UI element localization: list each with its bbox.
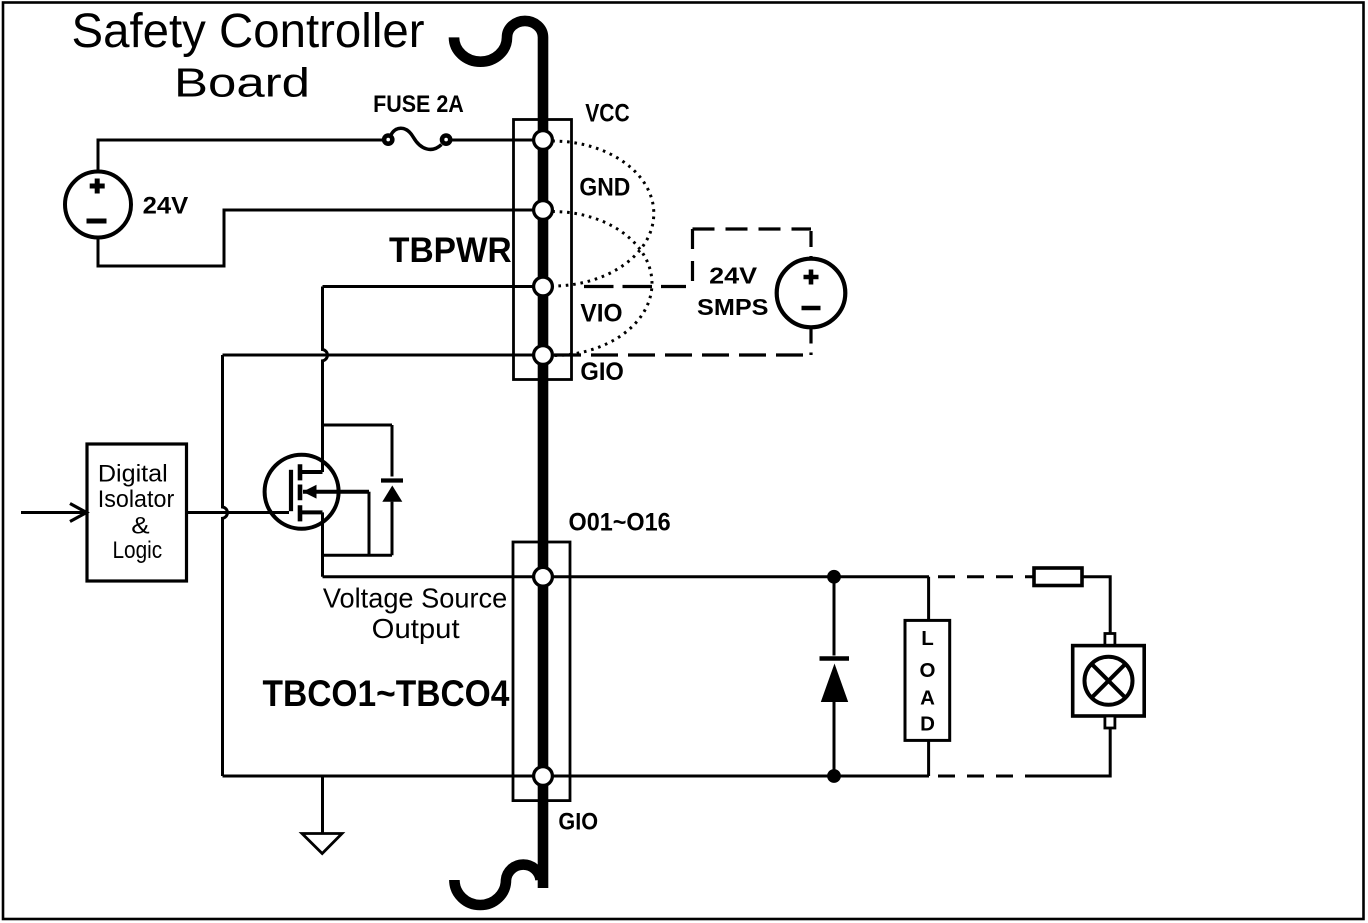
svg-text:24V: 24V xyxy=(143,192,189,219)
svg-text:GND: GND xyxy=(579,174,630,202)
svg-text:A: A xyxy=(920,687,935,710)
svg-text:O01~O16: O01~O16 xyxy=(569,509,671,537)
svg-text:Board: Board xyxy=(174,60,310,106)
svg-text:D: D xyxy=(920,713,935,736)
svg-text:TBPWR: TBPWR xyxy=(389,231,512,270)
svg-text:O: O xyxy=(920,659,936,682)
svg-text:Isolator: Isolator xyxy=(98,486,174,513)
svg-text:24V: 24V xyxy=(709,262,758,288)
svg-text:FUSE 2A: FUSE 2A xyxy=(373,91,464,118)
svg-text:Output: Output xyxy=(372,613,460,644)
svg-text:GIO: GIO xyxy=(580,358,624,386)
svg-text:&: & xyxy=(131,513,149,540)
svg-text:Voltage Source: Voltage Source xyxy=(323,583,507,614)
svg-text:GIO: GIO xyxy=(558,809,598,836)
svg-text:L: L xyxy=(921,627,934,650)
svg-text:SMPS: SMPS xyxy=(697,294,769,320)
svg-text:Digital: Digital xyxy=(98,461,168,488)
svg-text:VIO: VIO xyxy=(580,300,622,328)
svg-text:Logic: Logic xyxy=(112,537,162,564)
svg-text:Safety Controller: Safety Controller xyxy=(72,5,425,58)
svg-text:VCC: VCC xyxy=(585,100,630,128)
svg-text:TBCO1~TBCO4: TBCO1~TBCO4 xyxy=(263,673,510,714)
